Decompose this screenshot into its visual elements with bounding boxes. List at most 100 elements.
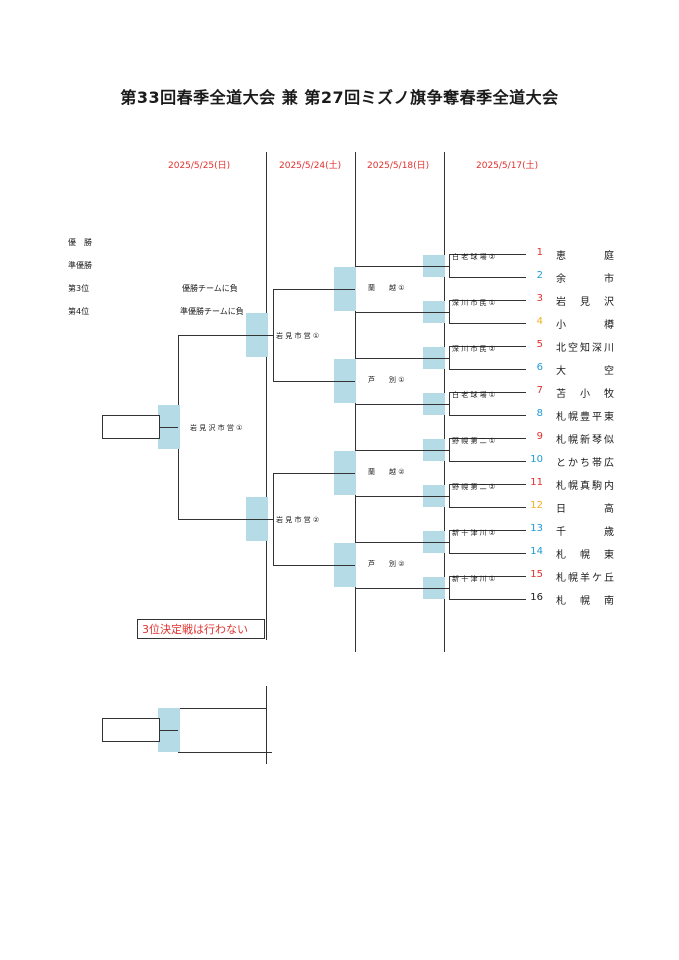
winner-line	[158, 426, 178, 428]
venue-label: 野 幌 第 二 ①	[452, 436, 496, 445]
team-line	[449, 461, 526, 462]
match-connector	[449, 346, 450, 370]
team-name: 千歳	[556, 527, 614, 538]
team-line	[449, 507, 526, 508]
venue-label: 岩 見 市 営 ②	[276, 515, 320, 524]
date-label: 2025/5/17(土)	[476, 161, 539, 171]
third-place-box	[102, 718, 160, 742]
venue-label: 蘭 越 ①	[368, 283, 405, 292]
winner-line	[355, 265, 449, 267]
winner-line	[273, 472, 355, 474]
venue-label: 蘭 越 ②	[368, 467, 405, 476]
rank-description: 優勝チームに負	[182, 284, 238, 293]
match-connector	[273, 472, 274, 566]
team-seed-number: 14	[530, 546, 543, 557]
team-name: 余市	[556, 274, 614, 285]
team-seed-number: 16	[530, 592, 543, 603]
winner-line	[273, 380, 355, 382]
team-name: 札幌真駒内	[556, 481, 614, 492]
venue-label: 深 川 市 民 ②	[452, 344, 496, 353]
bracket-line	[178, 708, 266, 709]
rank-label: 準優勝	[68, 261, 92, 270]
column-divider	[266, 152, 267, 640]
team-seed-number: 9	[536, 431, 543, 442]
match-connector	[273, 288, 274, 382]
venue-label: 新 十 津 川 ②	[452, 528, 496, 537]
team-line	[449, 254, 526, 255]
team-line	[449, 300, 526, 301]
rank-label: 第3位	[68, 284, 90, 293]
team-name: 日高	[556, 504, 614, 515]
team-name: 札幌豊平東	[556, 412, 614, 423]
team-line	[449, 277, 526, 278]
team-seed-number: 2	[536, 270, 543, 281]
date-label: 2025/5/24(土)	[279, 161, 342, 171]
winner-line	[355, 495, 449, 497]
venue-label: 芦 別 ②	[368, 559, 405, 568]
team-name: 大空	[556, 366, 614, 377]
team-seed-number: 4	[536, 316, 543, 327]
rank-label: 優 勝	[68, 238, 92, 247]
match-connector	[449, 576, 450, 600]
team-seed-number: 13	[530, 523, 543, 534]
champion-box	[102, 414, 160, 439]
winner-line	[355, 357, 449, 359]
winner-line	[178, 518, 273, 520]
team-line	[449, 369, 526, 370]
team-name: 札幌南	[556, 596, 614, 607]
team-line	[449, 392, 526, 393]
page-title: 第33回春季全道大会 兼 第27回ミズノ旗争奪春季全道大会	[120, 88, 559, 107]
winner-line	[273, 564, 355, 566]
venue-label: 野 幌 第 二 ②	[452, 482, 496, 491]
venue-label: 芦 別 ①	[368, 375, 405, 384]
winner-line	[178, 334, 273, 336]
venue-label: 新 十 津 川 ①	[452, 574, 496, 583]
venue-label: 岩 見 沢 市 営 ①	[190, 423, 243, 432]
winner-line	[158, 730, 178, 731]
match-connector	[449, 392, 450, 416]
match-connector	[449, 484, 450, 508]
team-seed-number: 6	[536, 362, 543, 373]
team-line	[449, 415, 526, 416]
team-name: 北空知深川	[556, 343, 614, 354]
team-line	[449, 484, 526, 485]
venue-label: 白 老 球 場 ①	[452, 390, 496, 399]
team-seed-number: 12	[530, 500, 543, 511]
team-name: 岩見沢	[556, 297, 614, 308]
winner-line	[355, 541, 449, 543]
match-connector	[449, 438, 450, 462]
team-line	[449, 438, 526, 439]
team-name: 札幌新琴似	[556, 435, 614, 446]
team-seed-number: 7	[536, 385, 543, 396]
venue-label: 白 老 球 場 ②	[452, 252, 496, 261]
team-seed-number: 11	[530, 477, 543, 488]
team-seed-number: 10	[530, 454, 543, 465]
team-line	[449, 530, 526, 531]
winner-line	[273, 288, 355, 290]
team-line	[449, 346, 526, 347]
team-name: とかち帯広	[556, 458, 614, 469]
team-seed-number: 8	[536, 408, 543, 419]
team-line	[449, 599, 526, 600]
winner-line	[355, 587, 449, 589]
date-label: 2025/5/18(日)	[367, 161, 430, 171]
match-connector	[449, 300, 450, 324]
team-line	[449, 553, 526, 554]
venue-label: 深 川 市 民 ①	[452, 298, 496, 307]
winner-line	[355, 403, 449, 405]
team-line	[449, 323, 526, 324]
rank-label: 第4位	[68, 307, 90, 316]
winner-line	[355, 449, 449, 451]
team-seed-number: 3	[536, 293, 543, 304]
date-label: 2025/5/25(日)	[168, 161, 231, 171]
team-name: 札幌東	[556, 550, 614, 561]
team-name: 小樽	[556, 320, 614, 331]
match-connector	[449, 254, 450, 278]
team-line	[449, 576, 526, 577]
team-seed-number: 15	[530, 569, 543, 580]
team-name: 苫小牧	[556, 389, 614, 400]
team-name: 札幌羊ケ丘	[556, 573, 614, 584]
team-name: 恵庭	[556, 251, 614, 262]
venue-label: 岩 見 市 営 ①	[276, 331, 320, 340]
match-connector	[449, 530, 450, 554]
